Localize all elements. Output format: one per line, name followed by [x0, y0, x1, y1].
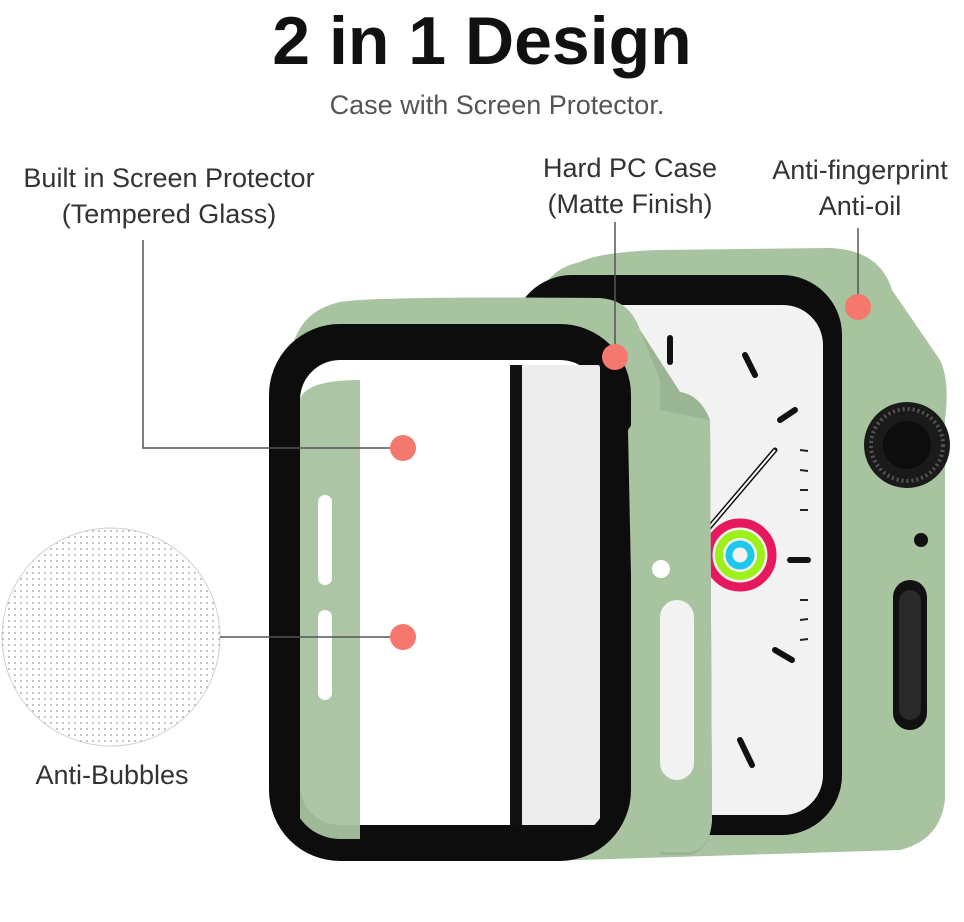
subheadline: Case with Screen Protector. — [329, 90, 665, 120]
anti-bubbles-texture — [1, 527, 221, 747]
marker-dot-screen-protector — [390, 435, 416, 461]
headline: 2 in 1 Design — [272, 3, 692, 79]
callout-screen-protector-line1: Built in Screen Protector — [23, 163, 315, 193]
callout-anti-fingerprint-line2: Anti-oil — [818, 191, 902, 221]
marker-dot-hard-case — [602, 344, 628, 370]
callout-hard-case-line1: Hard PC Case — [542, 153, 718, 183]
callout-screen-protector-line2: (Tempered Glass) — [61, 199, 277, 229]
callout-screen-protector: Built in Screen Protector (Tempered Glas… — [4, 160, 334, 232]
marker-dot-anti-fingerprint — [845, 294, 871, 320]
callout-lines — [142, 222, 859, 638]
callout-anti-fingerprint: Anti-fingerprint Anti-oil — [755, 152, 964, 224]
callout-hard-case: Hard PC Case (Matte Finish) — [520, 150, 740, 222]
callout-anti-bubbles: Anti-Bubbles — [35, 760, 189, 790]
marker-dot-anti-bubbles — [390, 624, 416, 650]
front-protector-case — [269, 297, 712, 861]
callout-hard-case-line2: (Matte Finish) — [547, 189, 713, 219]
callout-anti-fingerprint-line1: Anti-fingerprint — [772, 155, 948, 185]
